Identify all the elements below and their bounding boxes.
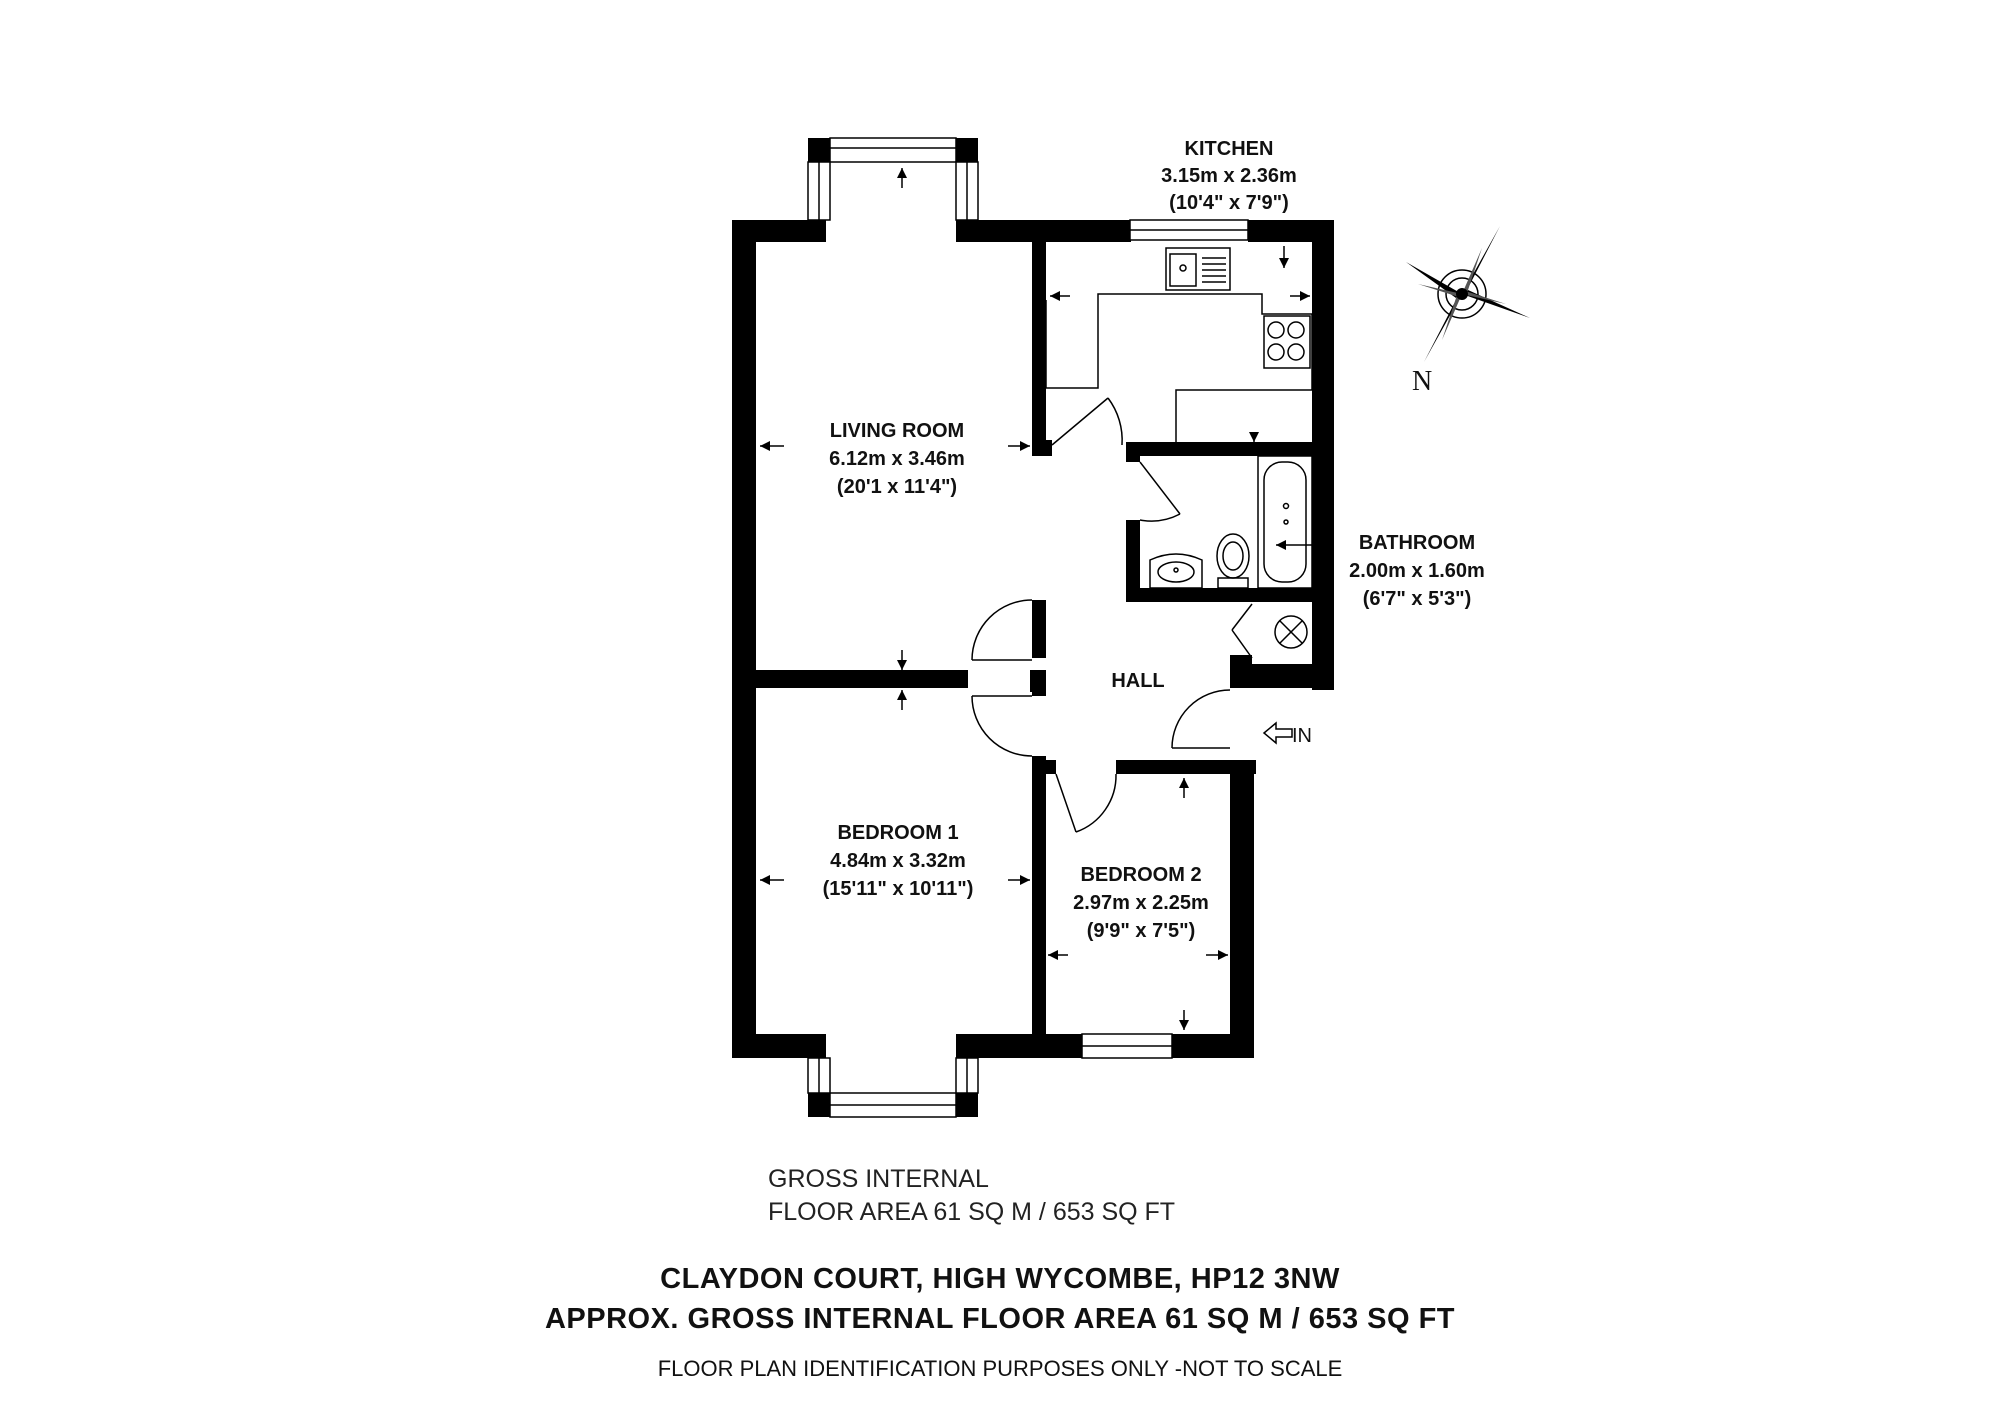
bedroom-1-metric: 4.84m x 3.32m xyxy=(830,850,966,872)
room-label-bedroom-1: BEDROOM 1 4.84m x 3.32m (15'11" x 10'11"… xyxy=(823,822,974,900)
kitchen-imperial: (10'4" x 7'9") xyxy=(1169,192,1289,214)
compass-needle-icon xyxy=(1424,226,1500,362)
bathroom-name: BATHROOM xyxy=(1359,532,1475,554)
room-label-hall: HALL xyxy=(1111,670,1164,692)
living-room-imperial: (20'1 x 11'4") xyxy=(837,476,957,498)
bedroom-1-name: BEDROOM 1 xyxy=(837,822,958,844)
compass-rose: N xyxy=(1406,226,1530,397)
bathroom-imperial: (6'7" x 5'3") xyxy=(1363,588,1472,610)
entry-arrow-icon xyxy=(1262,721,1293,745)
hob-icon xyxy=(1263,315,1311,369)
kitchen-worktop xyxy=(1045,293,1313,442)
kitchen-sink-icon xyxy=(1165,247,1231,291)
doors xyxy=(971,397,1253,833)
hall-name: HALL xyxy=(1111,670,1164,692)
approx-floor-area: APPROX. GROSS INTERNAL FLOOR AREA 61 SQ … xyxy=(544,1303,1456,1335)
gross-area-line-2: FLOOR AREA 61 SQ M / 653 SQ FT xyxy=(768,1198,1176,1226)
room-label-kitchen: KITCHEN 3.15m x 2.36m (10'4" x 7'9") xyxy=(1161,138,1297,214)
basin-icon xyxy=(1149,553,1203,589)
kitchen-metric: 3.15m x 2.36m xyxy=(1161,165,1297,187)
living-room-name: LIVING ROOM xyxy=(830,420,964,442)
gross-area-line-1: GROSS INTERNAL xyxy=(768,1165,989,1193)
fixtures xyxy=(1045,247,1313,649)
walls xyxy=(732,138,1334,1117)
entry-marker: IN xyxy=(1262,721,1312,747)
room-label-bathroom: BATHROOM 2.00m x 1.60m (6'7" x 5'3") xyxy=(1349,532,1485,610)
entry-label: IN xyxy=(1292,725,1312,747)
room-label-living-room: LIVING ROOM 6.12m x 3.46m (20'1 x 11'4") xyxy=(829,420,965,498)
gross-area-note: GROSS INTERNAL FLOOR AREA 61 SQ M / 653 … xyxy=(768,1163,1175,1229)
bedroom-1-imperial: (15'11" x 10'11") xyxy=(823,878,974,900)
toilet-icon xyxy=(1216,533,1250,589)
living-room-metric: 6.12m x 3.46m xyxy=(829,448,965,470)
room-label-bedroom-2: BEDROOM 2 2.97m x 2.25m (9'9" x 7'5") xyxy=(1073,864,1209,942)
bath-icon xyxy=(1257,455,1313,589)
property-address: CLAYDON COURT, HIGH WYCOMBE, HP12 3NW xyxy=(660,1263,1340,1295)
dimension-markers xyxy=(760,168,1330,1030)
bathroom-metric: 2.00m x 1.60m xyxy=(1349,560,1485,582)
bedroom-2-name: BEDROOM 2 xyxy=(1080,864,1201,886)
kitchen-name: KITCHEN xyxy=(1185,138,1274,160)
compass-north-label: N xyxy=(1412,366,1432,397)
bedroom-2-imperial: (9'9" x 7'5") xyxy=(1087,920,1196,942)
windows xyxy=(807,137,1249,1118)
boiler-icon xyxy=(1274,615,1308,649)
bedroom-2-metric: 2.97m x 2.25m xyxy=(1073,892,1209,914)
disclaimer: FLOOR PLAN IDENTIFICATION PURPOSES ONLY … xyxy=(657,1356,1343,1381)
